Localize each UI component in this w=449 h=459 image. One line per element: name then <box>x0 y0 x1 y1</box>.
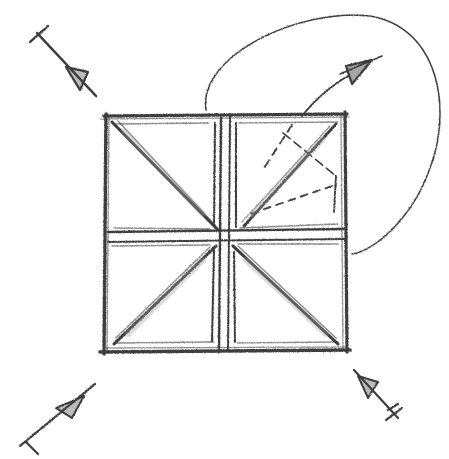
arrow-bottom-right-in <box>354 370 402 420</box>
arrow-top-left-in <box>30 26 96 96</box>
arrow-bottom-left-in <box>20 384 95 454</box>
arrow-top-right-out <box>340 56 382 84</box>
